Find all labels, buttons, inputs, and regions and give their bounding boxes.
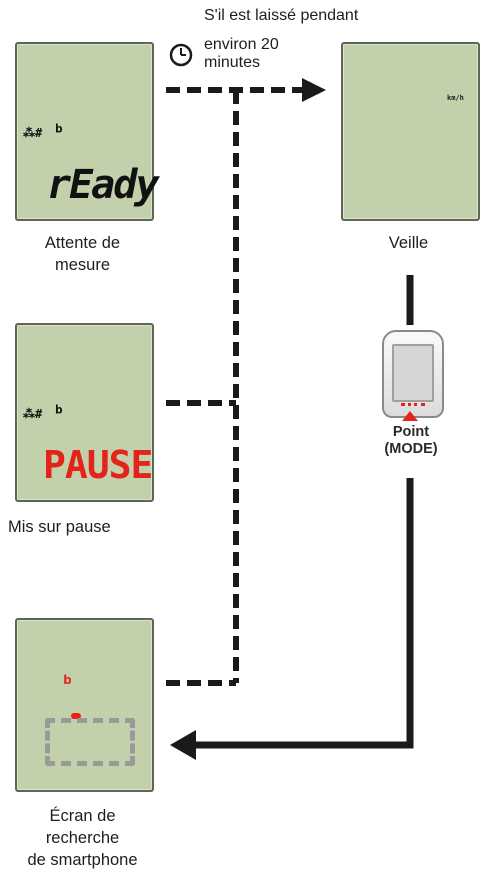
bluetooth-connection-icon: ᵇ bbox=[61, 672, 75, 697]
search-indicator-dot bbox=[71, 713, 81, 719]
device-screen bbox=[392, 344, 434, 402]
press-arrow-icon bbox=[402, 411, 418, 421]
search-caption-line1: Écran de bbox=[49, 807, 116, 825]
ready-screen: ⁂# ᵇ rEady bbox=[15, 42, 159, 221]
ready-caption-line1: Attente de bbox=[44, 234, 121, 252]
device-to-search-line bbox=[196, 478, 414, 749]
timeout-text-part-b: pendant bbox=[300, 7, 359, 24]
search-caption-line3: de smartphone bbox=[27, 851, 138, 869]
sleep-screen: km/h bbox=[341, 42, 480, 221]
pause-screen: ⁂# ᵇ PAUSE bbox=[15, 323, 154, 502]
sleep-caption: Veille bbox=[388, 234, 429, 252]
device-to-search-arrow-head bbox=[170, 730, 196, 760]
timeout-label-line1: S'il est laissé pendant bbox=[204, 8, 358, 24]
ready-caption: Attente de mesure bbox=[15, 232, 150, 276]
clock-icon bbox=[169, 43, 193, 67]
device-icon bbox=[382, 330, 444, 418]
timeout-label-line2: environ 20 bbox=[204, 36, 279, 53]
ready-caption-line2: mesure bbox=[54, 256, 111, 274]
search-screen: ᵇ bbox=[15, 618, 154, 792]
pause-caption: Mis sur pause bbox=[8, 518, 111, 536]
cadence-sensor-icon: ⁂# bbox=[23, 126, 43, 140]
bluetooth-connection-icon: ᵇ bbox=[53, 401, 66, 425]
pause-display-text: PAUSE bbox=[43, 443, 153, 487]
mode-button-indicator bbox=[401, 403, 425, 409]
ready-display-text: rEady bbox=[47, 162, 159, 208]
speed-unit-text: km/h bbox=[447, 94, 464, 102]
timeout-arrow-head bbox=[302, 78, 326, 102]
cadence-sensor-icon: ⁂# bbox=[23, 407, 43, 421]
smartphone-search-icon bbox=[45, 718, 135, 766]
mode-button-label-line2: (MODE) bbox=[384, 441, 438, 457]
search-caption-line2: recherche bbox=[45, 829, 120, 847]
mode-button-label: Point (MODE) bbox=[380, 424, 442, 458]
search-caption: Écran de recherche de smartphone bbox=[15, 805, 150, 871]
timeout-text-part-a: S'il est laissé bbox=[204, 7, 296, 24]
timeout-label-line3: minutes bbox=[204, 54, 261, 71]
bluetooth-connection-icon: ᵇ bbox=[53, 120, 66, 144]
mode-button-label-line1: Point bbox=[392, 424, 430, 440]
